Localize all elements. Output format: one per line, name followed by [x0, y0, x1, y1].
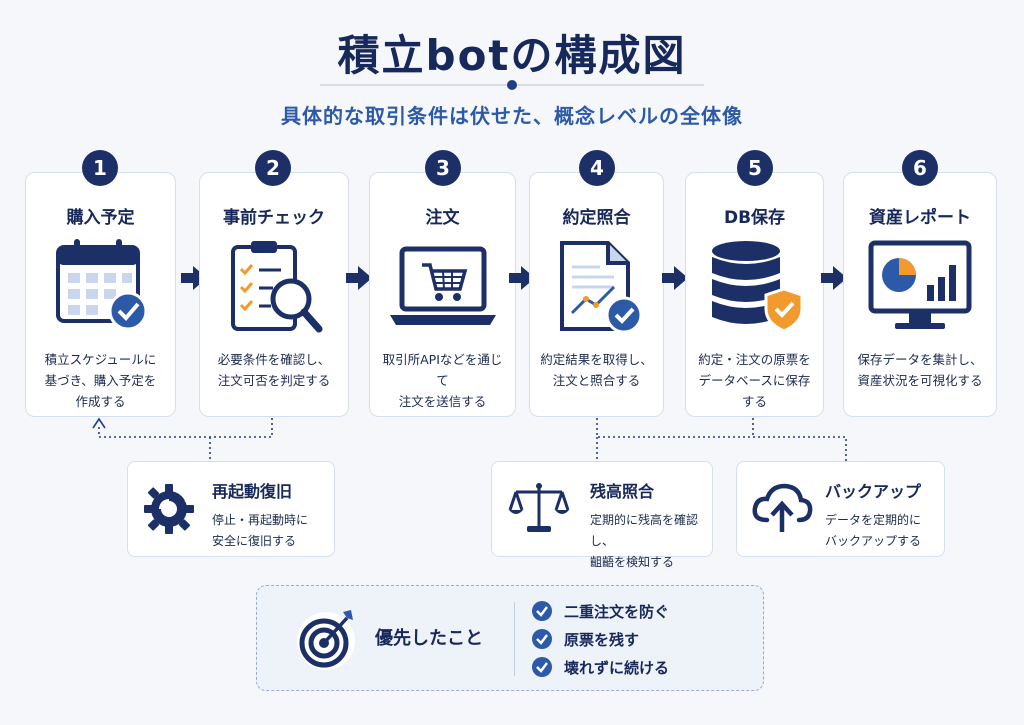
- text-line: 齟齬を検知する: [590, 555, 675, 569]
- text-line: 定期的に残高を確認し、: [590, 513, 699, 548]
- page-subtitle: 具体的な取引条件は伏せた、概念レベルの全体像: [281, 104, 743, 128]
- step-title: 購入予定: [66, 208, 135, 228]
- recovery-connector: [98, 418, 273, 438]
- clipboard-search-icon: [231, 241, 323, 333]
- arrow-right-icon: [181, 266, 207, 290]
- step-card-5: DB保存 約定・注文の原票をデータベースに保存する: [685, 172, 824, 417]
- step-number-badge: 6: [902, 150, 938, 186]
- step-card-4: 約定照合 約定結果を取得し、注文と照合する: [529, 172, 664, 417]
- backup-description: データを定期的にバックアップする: [825, 510, 921, 552]
- text-line: 注文可否を判定する: [217, 373, 331, 388]
- step-number-badge: 3: [425, 150, 461, 186]
- check-circle-icon: [532, 629, 552, 649]
- balance-check-title: 残高照合: [590, 482, 655, 501]
- step-card-3: 注文 取引所APIなどを通じて注文を送信する: [369, 172, 516, 417]
- cloud-upload-icon: [752, 483, 813, 532]
- calendar-check-icon: [55, 239, 147, 331]
- recovery-title: 再起動復旧: [212, 482, 293, 501]
- step-desc-line: 約定結果を取得し、注文と照合する: [538, 349, 655, 391]
- step-description: 必要条件を確認し、注文可否を判定する: [208, 349, 340, 391]
- document-chart-check-icon: [559, 241, 642, 334]
- arrow-right-icon: [662, 266, 688, 290]
- target-arrow-icon: [297, 610, 355, 670]
- priority-item: 原票を残す: [532, 628, 639, 650]
- monitor-chart-icon: [868, 240, 972, 329]
- arrow-right-icon: [509, 266, 535, 290]
- backup-title: バックアップ: [825, 482, 922, 501]
- database-shield-icon: [711, 241, 803, 333]
- text-line: 資産状況を可視化する: [857, 373, 983, 388]
- text-line: 安全に復旧する: [212, 534, 297, 548]
- text-line: 取引所APIなどを通じて: [382, 352, 503, 388]
- laptop-cart-icon: [389, 246, 496, 325]
- gear-refresh-icon: [144, 484, 194, 534]
- step-title: 注文: [425, 208, 460, 228]
- step-number-badge: 5: [737, 150, 773, 186]
- priorities-divider: [514, 602, 515, 676]
- priority-text: 原票を残す: [564, 630, 640, 649]
- priority-text: 二重注文を防ぐ: [564, 602, 670, 621]
- text-line: 約定・注文の原票を: [698, 352, 811, 367]
- step-desc-line: 必要条件を確認し、注文可否を判定する: [208, 349, 340, 391]
- text-line: 注文と照合する: [552, 373, 641, 388]
- step-number-badge: 2: [255, 150, 291, 186]
- text-line: 作成する: [75, 394, 126, 409]
- step-card-6: 資産レポート 保存データを集計し、資産状況を可視化する: [843, 172, 997, 417]
- text-line: 必要条件を確認し、: [217, 352, 331, 367]
- step-desc-line: 約定・注文の原票をデータベースに保存する: [694, 349, 815, 412]
- balance-scale-icon: [508, 483, 570, 532]
- text-line: 停止・再起動時に: [212, 513, 309, 527]
- step-description: 積立スケジュールに基づき、購入予定を作成する: [34, 349, 167, 412]
- text-line: 積立スケジュールに: [44, 352, 157, 367]
- page-title: 積立botの構成図: [337, 31, 687, 80]
- text-line: 約定結果を取得し、: [540, 352, 653, 367]
- backup-card: バックアップ データを定期的にバックアップする: [736, 461, 945, 557]
- check-circle-icon: [532, 657, 552, 677]
- priorities-panel: 優先したこと 二重注文を防ぐ 原票を残す 壊れずに続ける: [256, 585, 764, 691]
- text-line: データベースに保存する: [698, 373, 811, 409]
- text-line: データを定期的に: [825, 513, 922, 527]
- step-title: 資産レポート: [869, 208, 971, 228]
- step-number-badge: 4: [579, 150, 615, 186]
- step-desc-line: 積立スケジュールに基づき、購入予定を作成する: [34, 349, 167, 412]
- recovery-arrowhead: [92, 417, 106, 429]
- title-divider-dot: [507, 80, 517, 90]
- balance-check-description: 定期的に残高を確認し、齟齬を検知する: [590, 510, 712, 573]
- step-card-1: 購入予定 積立スケジュールに基づき、購入予定を作成する: [25, 172, 176, 417]
- priority-item: 壊れずに続ける: [532, 656, 669, 678]
- step-title: 事前チェック: [223, 208, 325, 228]
- text-line: バックアップする: [825, 534, 922, 548]
- step-title: DB保存: [723, 208, 786, 228]
- balance-check-card: 残高照合 定期的に残高を確認し、齟齬を検知する: [491, 461, 713, 569]
- recovery-description: 停止・再起動時に安全に復旧する: [212, 510, 308, 552]
- step-desc-line: 取引所APIなどを通じて注文を送信する: [378, 349, 507, 412]
- step-desc-line: 保存データを集計し、資産状況を可視化する: [852, 349, 988, 391]
- audit-connector: [596, 418, 847, 461]
- arrow-right-icon: [346, 266, 372, 290]
- step-title: 約定照合: [562, 208, 631, 228]
- priority-item: 二重注文を防ぐ: [532, 600, 669, 622]
- priorities-label: 優先したこと: [375, 628, 483, 649]
- text-line: 注文を送信する: [398, 394, 487, 409]
- arrow-right-icon: [821, 266, 847, 290]
- recovery-card: 再起動復旧 停止・再起動時に安全に復旧する: [127, 461, 335, 557]
- text-line: 保存データを集計し、: [857, 352, 983, 367]
- step-description: 保存データを集計し、資産状況を可視化する: [852, 349, 988, 391]
- step-number-badge: 1: [82, 150, 118, 186]
- step-card-2: 事前チェック 必要条件を確認し、注文可否を判定する: [199, 172, 349, 417]
- text-line: 基づき、購入予定を: [44, 373, 157, 388]
- step-description: 約定・注文の原票をデータベースに保存する: [694, 349, 815, 412]
- step-description: 取引所APIなどを通じて注文を送信する: [378, 349, 507, 412]
- priority-text: 壊れずに続ける: [564, 658, 670, 677]
- step-description: 約定結果を取得し、注文と照合する: [538, 349, 655, 391]
- check-circle-icon: [532, 601, 552, 621]
